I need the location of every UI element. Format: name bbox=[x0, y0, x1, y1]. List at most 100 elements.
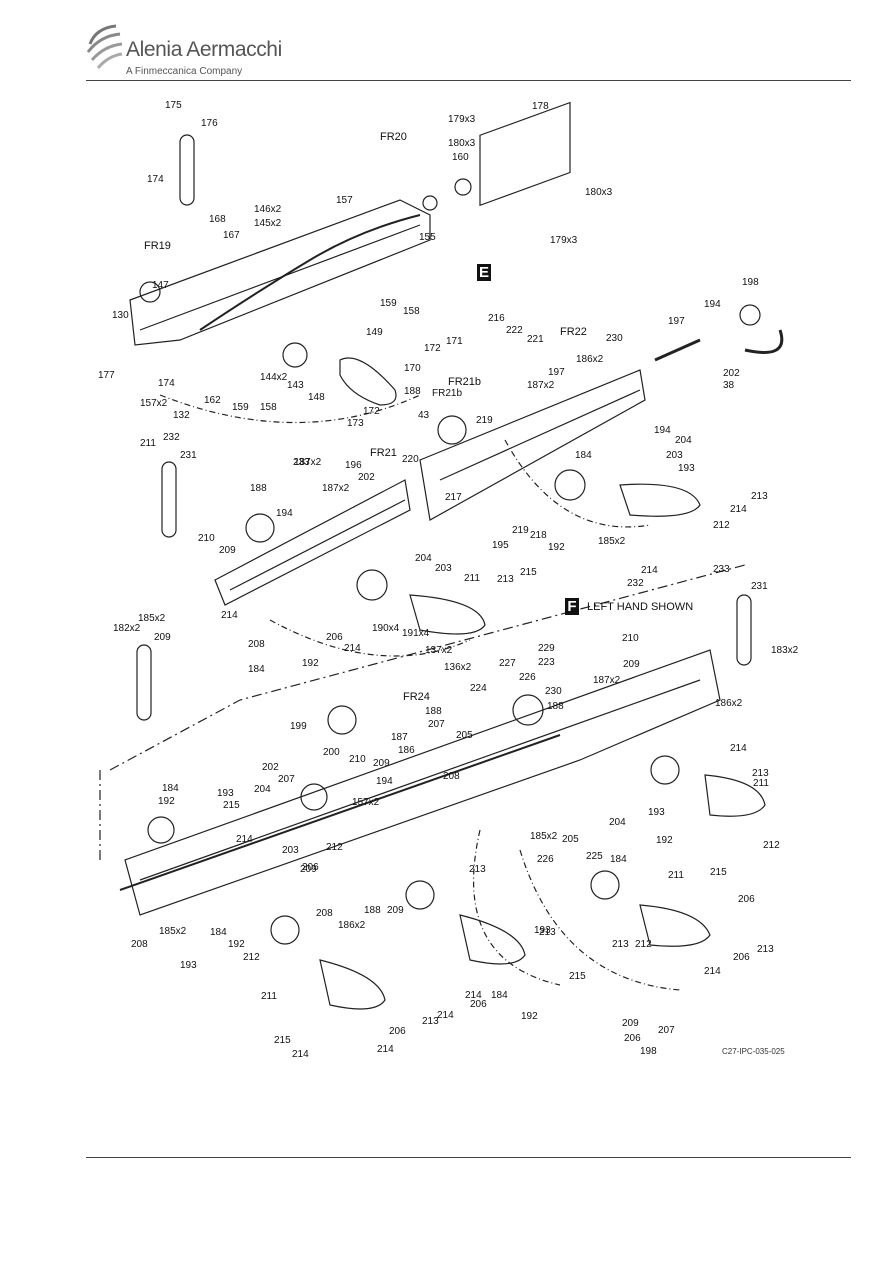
callout-label: 38 bbox=[723, 380, 735, 391]
callout-label: 191x4 bbox=[402, 628, 430, 639]
callout-label: 213 bbox=[497, 574, 514, 585]
callout-label: 171 bbox=[446, 336, 463, 347]
callout-label: 214 bbox=[377, 1044, 394, 1055]
callout-label: 193 bbox=[534, 925, 551, 936]
callout-label: 186x2 bbox=[715, 698, 743, 709]
callout-label: 231 bbox=[751, 581, 768, 592]
callout-label: 145x2 bbox=[254, 218, 282, 229]
callout-label: 186x2 bbox=[338, 920, 366, 931]
callout-label: 205 bbox=[562, 834, 579, 845]
callout-label: 195 bbox=[492, 540, 509, 551]
callout-label: 167 bbox=[223, 230, 240, 241]
callout-label: 213 bbox=[752, 768, 769, 779]
callout-label: 215 bbox=[520, 567, 537, 578]
connector-184c bbox=[650, 755, 680, 785]
callout-label: 187x2 bbox=[593, 675, 621, 686]
hose-38 bbox=[744, 329, 784, 354]
callout-label: 200 bbox=[323, 747, 340, 758]
callout-label: 230 bbox=[545, 686, 562, 697]
callout-label: 217 bbox=[445, 492, 462, 503]
callout-label: 208 bbox=[316, 908, 333, 919]
callout-label: 160 bbox=[452, 152, 469, 163]
callout-label: 175 bbox=[165, 100, 182, 111]
callout-label: 214 bbox=[292, 1049, 309, 1060]
callout-label: 184 bbox=[491, 990, 508, 1001]
callout-label: 210 bbox=[622, 633, 639, 644]
callout-label: 214 bbox=[641, 565, 658, 576]
callout-label: 137x2 bbox=[425, 645, 453, 656]
callout-label: FR21b bbox=[432, 388, 463, 399]
callout-label: 211 bbox=[261, 991, 277, 1002]
brand-subtitle: A Finmeccanica Company bbox=[126, 66, 243, 77]
callout-label: 179x3 bbox=[550, 235, 578, 246]
callout-label: 187x2 bbox=[322, 483, 350, 494]
figure-reference: C27-IPC-035-025 bbox=[722, 1047, 785, 1056]
callout-label: 185x2 bbox=[138, 613, 166, 624]
callout-label: 208 bbox=[131, 939, 148, 950]
clamp-231b bbox=[736, 594, 752, 666]
callout-label: 233 bbox=[713, 564, 730, 575]
tube-197 bbox=[654, 338, 701, 362]
callout-label: 218 bbox=[530, 530, 547, 541]
callout-label: 213 bbox=[751, 491, 768, 502]
callout-label: 206 bbox=[733, 952, 750, 963]
callout-label: 219 bbox=[512, 525, 529, 536]
bracket-178 bbox=[479, 101, 571, 207]
callout-label: 196 bbox=[345, 460, 362, 471]
callout-label: 188 bbox=[404, 386, 421, 397]
frame-label-fr21b: FR21b bbox=[448, 376, 482, 388]
callout-label: 168 bbox=[209, 214, 226, 225]
callout-label: 184 bbox=[210, 927, 227, 938]
fitting-155 bbox=[422, 195, 438, 211]
callout-label: 223 bbox=[538, 657, 555, 668]
callout-label: 185x2 bbox=[530, 831, 558, 842]
callout-label: 132 bbox=[173, 410, 190, 421]
callout-label: 193 bbox=[180, 960, 197, 971]
callout-label: 226 bbox=[519, 672, 536, 683]
callout-label: 159 bbox=[380, 298, 397, 309]
callout-label: 208 bbox=[443, 771, 460, 782]
callout-label: 174 bbox=[147, 174, 164, 185]
footer-rule bbox=[86, 1157, 851, 1158]
callout-label: 222 bbox=[506, 325, 523, 336]
callout-label: 186x2 bbox=[576, 354, 604, 365]
callout-label: 188 bbox=[364, 905, 381, 916]
callout-label: 214 bbox=[730, 504, 747, 515]
callout-label: 186 bbox=[398, 745, 415, 756]
callout-label: 184 bbox=[248, 664, 265, 675]
connector-184b bbox=[356, 569, 388, 601]
callout-label: 182x2 bbox=[113, 623, 141, 634]
fitting-160 bbox=[454, 178, 472, 196]
callout-label: 209 bbox=[373, 758, 390, 769]
callout-label: 197 bbox=[548, 367, 565, 378]
callout-label: 213 bbox=[612, 939, 629, 950]
company-logo bbox=[86, 22, 306, 82]
callout-label: 192 bbox=[521, 1011, 538, 1022]
callout-label: 213 bbox=[422, 1016, 439, 1027]
callout-label: 229 bbox=[538, 643, 555, 654]
callout-label: 173 bbox=[347, 418, 364, 429]
igniter-193f bbox=[319, 959, 386, 1010]
callout-label: 204 bbox=[675, 435, 692, 446]
callout-label: 202 bbox=[358, 472, 375, 483]
callout-label: 185x2 bbox=[598, 536, 626, 547]
callout-label: 203 bbox=[435, 563, 452, 574]
callout-label: 193 bbox=[648, 807, 665, 818]
callout-label: 209 bbox=[623, 659, 640, 670]
callout-label: 209 bbox=[219, 545, 236, 556]
callout-label: 194 bbox=[704, 299, 721, 310]
callout-label: 225 bbox=[586, 851, 603, 862]
igniter-193e bbox=[639, 904, 711, 947]
callout-label: 207 bbox=[428, 719, 445, 730]
callout-label: 148 bbox=[308, 392, 325, 403]
callout-label: 187x2 bbox=[527, 380, 555, 391]
callout-label: 206 bbox=[624, 1033, 641, 1044]
callout-label: 212 bbox=[713, 520, 730, 531]
callout-label: 198 bbox=[742, 277, 759, 288]
fuel-manifold-lower-left bbox=[214, 479, 411, 606]
callout-label: 232 bbox=[163, 432, 180, 443]
callout-label: 209 bbox=[622, 1018, 639, 1029]
callout-label: 211 bbox=[668, 870, 684, 881]
callout-label: 180x3 bbox=[585, 187, 613, 198]
callout-label: 158 bbox=[260, 402, 277, 413]
